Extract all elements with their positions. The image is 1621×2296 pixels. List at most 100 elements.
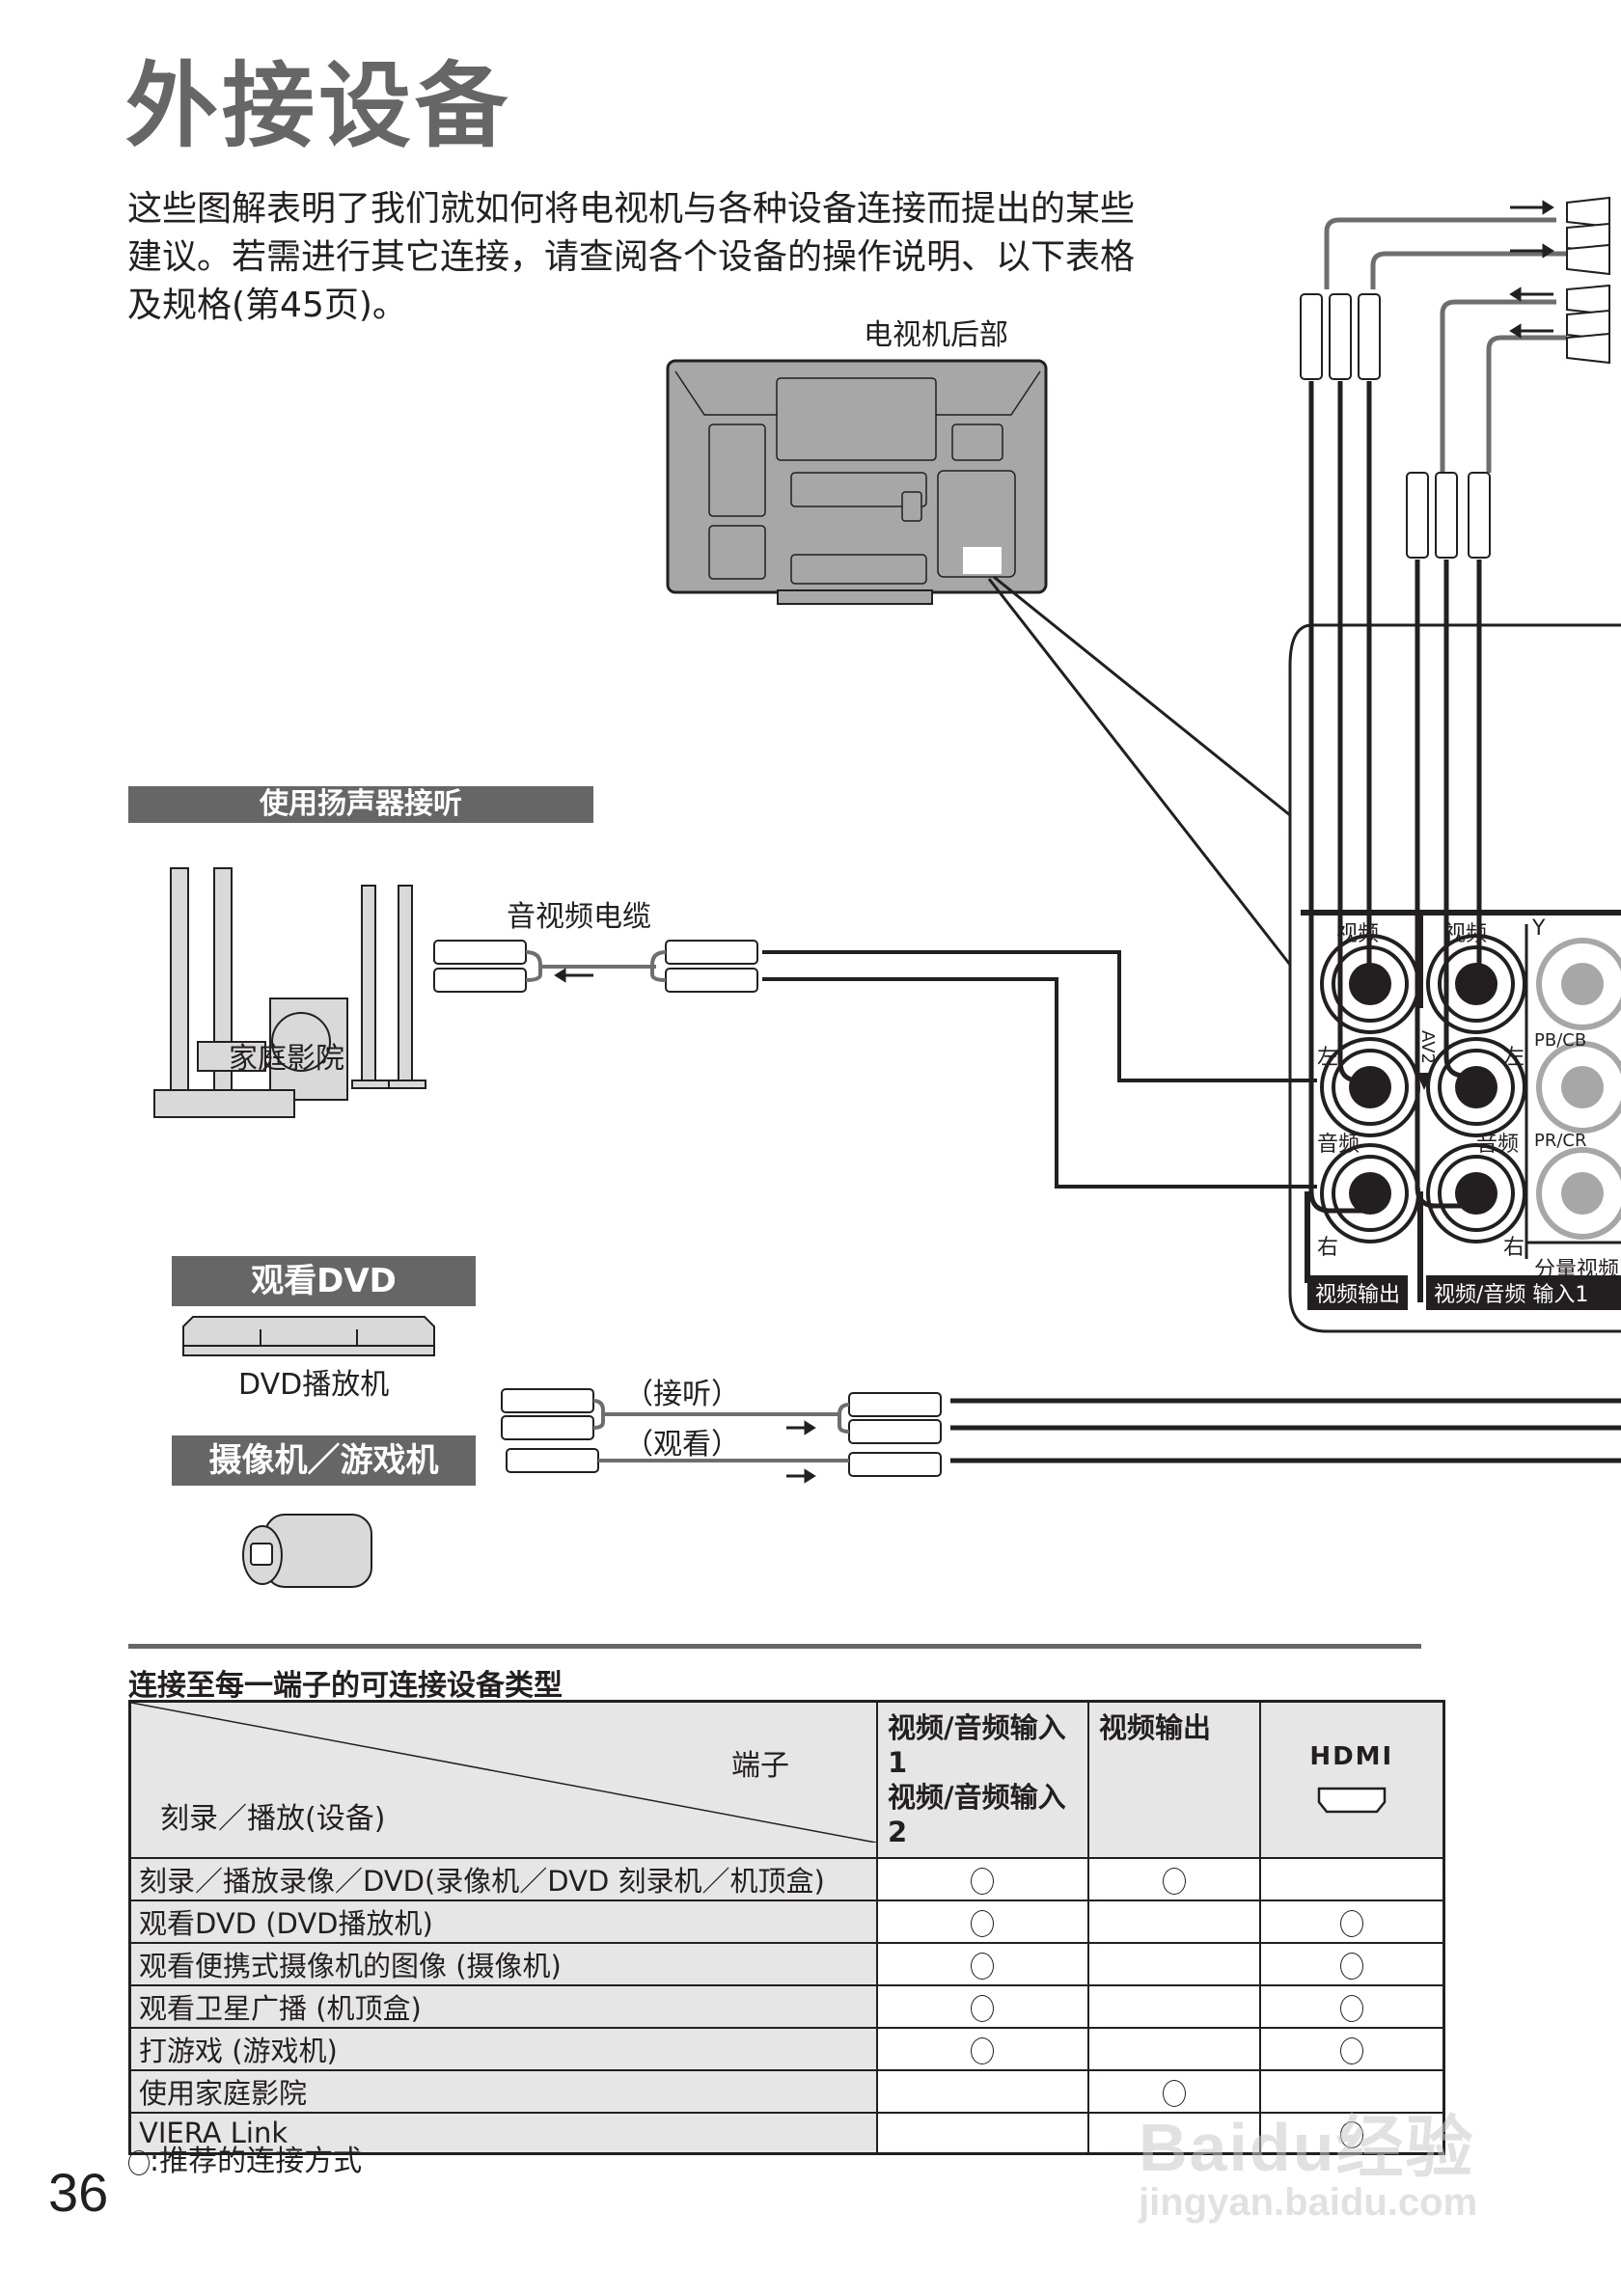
- corner-terminal-label: 端子: [731, 1749, 789, 1783]
- panel-pb-cb-label: PB/CB: [1534, 1030, 1587, 1051]
- column-header-hdmi: HDMI: [1258, 1700, 1445, 1859]
- recommended-circle-icon: [971, 2037, 995, 2064]
- mark-cell: [876, 2112, 1089, 2155]
- panel-left-label-2: 左: [1503, 1046, 1525, 1070]
- recommended-circle-icon: [971, 1953, 995, 1980]
- recommended-circle-icon: [1339, 1910, 1363, 1937]
- recommended-circle-icon: [971, 1868, 995, 1895]
- table-row: 观看便携式摄像机的图像 (摄像机): [128, 1942, 1445, 1986]
- hdmi-logo: HDMI: [1309, 1742, 1394, 1771]
- panel-av2-label: AV2: [1416, 1030, 1438, 1064]
- column-header-line: 视频/音频输入1: [888, 1711, 1066, 1779]
- recommended-circle-icon: [1162, 1868, 1186, 1895]
- mark-cell: [1258, 2027, 1445, 2071]
- section-bar-dvd: 观看DVD: [172, 1256, 476, 1306]
- recommended-circle-icon: [971, 1995, 995, 2022]
- panel-video-label: 视频: [1336, 922, 1380, 946]
- table-row: 打游戏 (游戏机): [128, 2027, 1445, 2071]
- home-theater-label: 家庭影院: [229, 1042, 344, 1076]
- row-label: 刻录／播放录像／DVD(录像机／DVD 刻录机／机顶盒): [128, 1857, 878, 1901]
- column-header-line: 视频/音频输入2: [888, 1781, 1066, 1848]
- page-title: 外接设备: [125, 52, 511, 160]
- tv-rear-illustration: [666, 359, 1048, 605]
- hdmi-port-icon: [1317, 1787, 1387, 1814]
- mark-cell: [1086, 1857, 1261, 1901]
- dvd-player-illustration: [182, 1316, 435, 1356]
- panel-video-label-2: 视频: [1444, 922, 1488, 946]
- mark-cell: [1258, 2112, 1445, 2155]
- dvd-player-label: DVD播放机: [238, 1368, 390, 1402]
- mark-cell: [876, 1942, 1089, 1986]
- row-label: 观看DVD (DVD播放机): [128, 1900, 878, 1944]
- column-header-line: 视频输出: [1098, 1711, 1211, 1744]
- corner-device-label: 刻录／播放(设备): [160, 1802, 386, 1836]
- camcorder-illustration: [242, 1514, 372, 1588]
- table-row: 观看卫星广播 (机顶盒): [128, 1984, 1445, 2029]
- mark-cell: [876, 2027, 1089, 2071]
- column-header-av-in: 视频/音频输入1 视频/音频输入2: [876, 1700, 1089, 1859]
- section-bar-speakers: 使用扬声器接听: [128, 786, 593, 823]
- mark-cell: [1258, 1857, 1445, 1901]
- mark-cell: [1086, 1942, 1261, 1986]
- panel-left-label: 左: [1317, 1046, 1339, 1070]
- corner-header: 端子 刻录／播放(设备): [128, 1700, 878, 1859]
- av-cable-label: 音视频电缆: [507, 900, 651, 934]
- mark-cell: [1258, 1942, 1445, 1986]
- rca-jacks: [1320, 934, 1526, 1244]
- panel-video-out-label: 视频输出: [1307, 1275, 1409, 1310]
- footnote-text: :推荐的连接方式: [150, 2145, 363, 2178]
- watermark-url: jingyan.baidu.com: [1139, 2181, 1478, 2224]
- row-label: VIERA Link: [128, 2112, 878, 2155]
- intro-paragraph: 这些图解表明了我们就如何将电视机与各种设备连接而提出的某些 建议。若需进行其它连…: [127, 185, 1237, 330]
- mark-cell: [1086, 1900, 1261, 1944]
- panel-av-in1-label: 视频/音频 输入1: [1426, 1275, 1621, 1310]
- row-label: 观看便携式摄像机的图像 (摄像机): [128, 1942, 878, 1986]
- mark-cell: [876, 1857, 1089, 1901]
- recommended-circle-icon: [128, 2149, 150, 2175]
- panel-y-label: Y: [1532, 916, 1546, 941]
- mark-cell: [1258, 2069, 1445, 2114]
- recommended-circle-icon: [971, 1910, 995, 1937]
- intro-line: 及规格(第45页)。: [127, 286, 407, 325]
- panel-audio-label-2: 音频: [1476, 1133, 1520, 1157]
- mark-cell: [1086, 1984, 1261, 2029]
- table-row: 刻录／播放录像／DVD(录像机／DVD 刻录机／机顶盒): [128, 1857, 1445, 1901]
- panel-right-label-2: 右: [1503, 1236, 1525, 1260]
- table-heading: 连接至每一端子的可连接设备类型: [128, 1669, 563, 1703]
- intro-line: 这些图解表明了我们就如何将电视机与各种设备连接而提出的某些: [127, 189, 1136, 229]
- panel-pr-cr-label: PR/CR: [1534, 1131, 1587, 1151]
- home-theater-illustration: [153, 867, 426, 1118]
- table-row: 使用家庭影院: [128, 2069, 1445, 2114]
- section-divider: [128, 1644, 1421, 1649]
- mark-cell: [1086, 2027, 1261, 2071]
- mark-cell: [1258, 1984, 1445, 2029]
- recommended-circle-icon: [1339, 1953, 1363, 1980]
- diagonal-line: [131, 1703, 876, 1843]
- watermark: Baidu经验 jingyan.baidu.com: [1139, 2093, 1477, 2225]
- row-label: 使用家庭影院: [128, 2069, 878, 2114]
- mark-cell: [876, 1984, 1089, 2029]
- mark-cell: [1258, 1900, 1445, 1944]
- table-header-row: 端子 刻录／播放(设备) 视频/音频输入1 视频/音频输入2 视频输出 HDMI: [128, 1700, 1445, 1859]
- table-row: VIERA Link: [128, 2112, 1445, 2155]
- watch-cable-label: （观看）: [624, 1428, 740, 1462]
- panel-audio-label: 音频: [1317, 1133, 1360, 1157]
- page-number: 36: [48, 2162, 109, 2223]
- watermark-logo: Baidu经验: [1139, 2110, 1475, 2185]
- section-bar-camera-game: 摄像机／游戏机: [172, 1435, 476, 1486]
- connection-diagram: [153, 196, 1621, 1588]
- table-footnote: :推荐的连接方式: [128, 2137, 362, 2179]
- tv-rear-label: 电视机后部: [864, 318, 1008, 352]
- recommended-circle-icon: [1339, 2121, 1363, 2148]
- mark-cell: [876, 1900, 1089, 1944]
- intro-line: 建议。若需进行其它连接，请查阅各个设备的操作说明、以下表格: [127, 237, 1136, 277]
- connection-table: 端子 刻录／播放(设备) 视频/音频输入1 视频/音频输入2 视频输出 HDMI…: [128, 1700, 1445, 2155]
- mark-cell: [1086, 2069, 1261, 2114]
- mark-cell: [1086, 2112, 1261, 2155]
- recommended-circle-icon: [1339, 1995, 1363, 2022]
- row-label: 观看卫星广播 (机顶盒): [128, 1984, 878, 2029]
- listen-cable-label: （接听）: [624, 1378, 740, 1411]
- recommended-circle-icon: [1162, 2080, 1186, 2107]
- recommended-circle-icon: [1339, 2037, 1363, 2064]
- column-header-video-out: 视频输出: [1086, 1700, 1261, 1859]
